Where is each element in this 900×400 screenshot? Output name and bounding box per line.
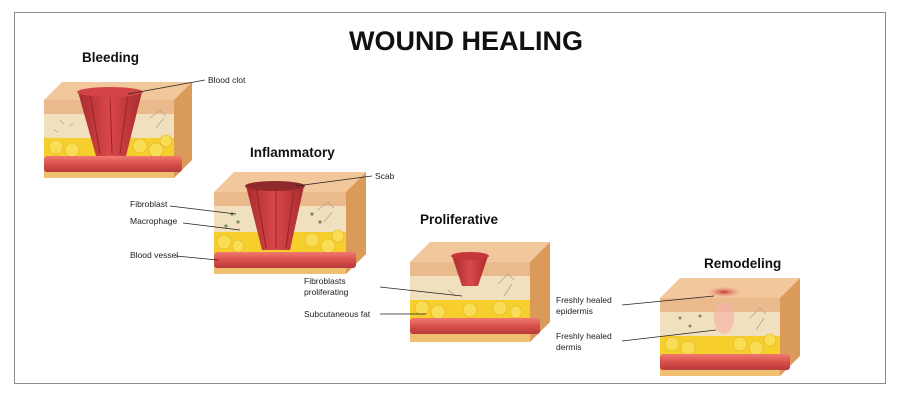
stage-remodeling: Remodeling Freshly healed epidermis Fres… (556, 256, 800, 376)
healing-wound (452, 256, 488, 286)
leader-healed-dermis (621, 329, 717, 342)
label-fibroblast: Fibroblast (130, 199, 168, 209)
label-fibroblasts: Fibroblasts (304, 276, 346, 286)
label-epidermis: epidermis (556, 306, 593, 316)
stage-inflammatory: Inflammatory Scab Fibroblast Macrophage … (130, 145, 395, 274)
label-subcutaneous-fat: Subcutaneous fat (304, 309, 371, 319)
label-dermis: dermis (556, 342, 582, 352)
label-macrophage: Macrophage (130, 216, 178, 226)
healed-epidermis-spot (704, 286, 744, 298)
label-proliferating: proliferating (304, 287, 349, 297)
blood-vessel (214, 252, 356, 268)
stage-bleeding: Bleeding Blood clot (44, 50, 246, 178)
wound (246, 186, 304, 250)
leader-blood-vessel (175, 255, 219, 261)
side-face (530, 242, 550, 342)
stage-proliferative: Proliferative Fibroblasts proliferating … (304, 212, 550, 342)
label-scab: Scab (375, 171, 395, 181)
leader-blood-clot (127, 79, 206, 95)
stage-title-inflammatory: Inflammatory (250, 145, 335, 160)
diagram-frame (14, 12, 886, 384)
blood-vessel (410, 318, 540, 334)
label-freshly-healed-1: Freshly healed (556, 295, 612, 305)
leader-scab (295, 175, 373, 187)
skin-top (410, 242, 550, 262)
healed-dermis-spot (714, 302, 734, 334)
blood-vessel (660, 354, 790, 370)
label-freshly-healed-2: Freshly healed (556, 331, 612, 341)
diagram-title: WOUND HEALING (349, 26, 583, 56)
side-face (346, 172, 366, 274)
blood-vessel (44, 156, 182, 172)
leader-macrophage (182, 222, 241, 231)
stage-title-bleeding: Bleeding (82, 50, 139, 65)
stage-title-proliferative: Proliferative (420, 212, 499, 227)
leader-fibroblasts-proliferating (379, 286, 463, 297)
label-blood-clot: Blood clot (208, 75, 246, 85)
leader-healed-epidermis (621, 295, 715, 306)
scab (245, 181, 305, 191)
stage-title-remodeling: Remodeling (704, 256, 781, 271)
leader-fibroblast (169, 205, 237, 215)
side-face (780, 278, 800, 376)
side-face (174, 82, 192, 178)
label-blood-vessel: Blood vessel (130, 250, 178, 260)
